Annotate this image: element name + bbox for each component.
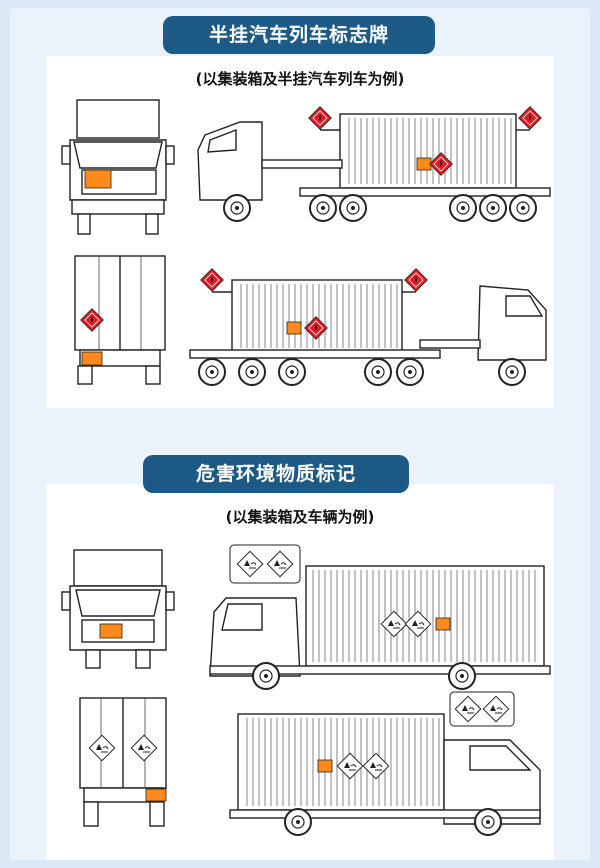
truck-rear-view-1 [74, 255, 166, 385]
semitrailer-side-view-1 [197, 106, 551, 222]
truck-rear-view-2 [79, 697, 167, 827]
section-title-semitrailer: 半挂汽车列车标志牌 [163, 16, 435, 54]
section-title-environment-hazard: 危害环境物质标记 [143, 455, 409, 493]
section-subtitle-semitrailer: (以集装箱及半挂汽车列车为例) [195, 70, 405, 88]
semitrailer-side-view-2 [189, 268, 547, 386]
box-truck-side-view-1 [209, 544, 551, 690]
truck-front-view-2 [61, 549, 175, 669]
section-subtitle-environment-hazard: (以集装箱及车辆为例) [225, 508, 375, 526]
truck-front-view-1 [61, 99, 175, 235]
box-truck-side-view-2 [229, 691, 541, 836]
